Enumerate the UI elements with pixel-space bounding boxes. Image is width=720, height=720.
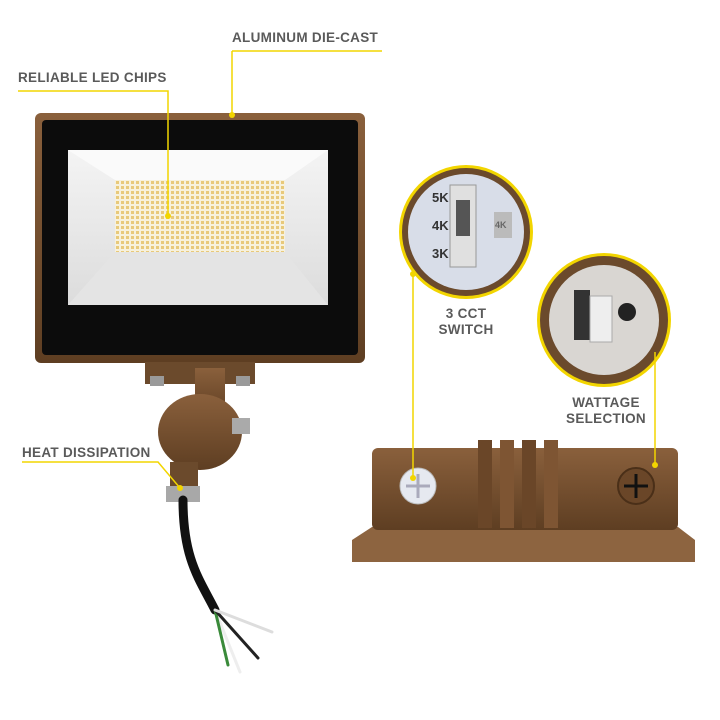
knuckle-mount <box>145 362 255 502</box>
label-3cct-line2: SWITCH <box>438 322 494 337</box>
label-wattage-line2: SELECTION <box>566 411 646 426</box>
leader-lines <box>18 50 656 489</box>
label-wattage-selection: WATTAGE SELECTION <box>546 395 666 427</box>
cct-side-label: 4K <box>495 220 507 230</box>
label-3cct-switch: 3 CCT SWITCH <box>416 306 516 338</box>
cct-option-4k: 4K <box>432 218 449 233</box>
cct-option-5k: 5K <box>432 190 449 205</box>
power-cable <box>178 495 274 674</box>
label-3cct-line1: 3 CCT <box>445 306 487 321</box>
cct-switch-closeup <box>399 165 533 299</box>
cct-option-3k: 3K <box>432 246 449 261</box>
label-heat-dissipation: HEAT DISSIPATION <box>22 445 151 460</box>
label-wattage-line1: WATTAGE <box>572 395 640 410</box>
heatsink-base <box>352 440 695 562</box>
label-aluminum-die-cast: ALUMINUM DIE-CAST <box>232 30 379 45</box>
led-chip-array <box>115 180 285 252</box>
label-reliable-led-chips: RELIABLE LED CHIPS <box>18 70 167 85</box>
wattage-switch-closeup <box>537 253 671 387</box>
floodlight-fixture <box>35 113 365 363</box>
